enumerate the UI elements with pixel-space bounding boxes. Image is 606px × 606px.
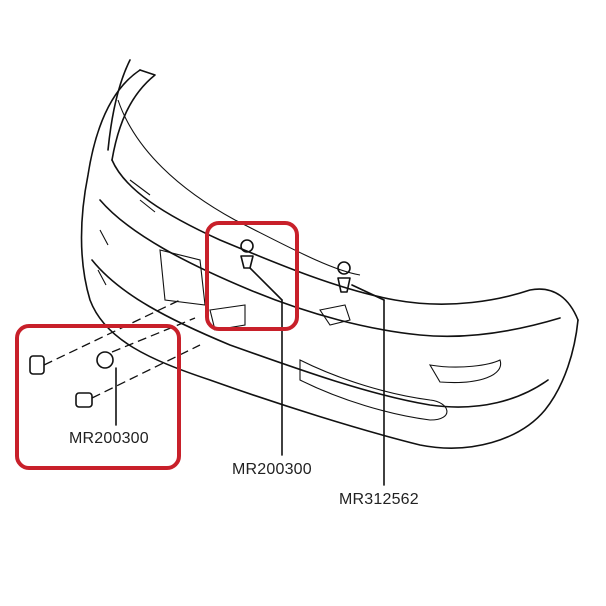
clip-fasteners bbox=[29, 239, 351, 408]
part-label: MR200300 bbox=[232, 461, 312, 478]
clip-stem bbox=[240, 255, 254, 269]
nut-icon bbox=[29, 355, 45, 375]
clip-stem bbox=[337, 277, 351, 293]
highlight-box-top bbox=[205, 221, 299, 331]
nut-icon bbox=[75, 392, 93, 408]
highlight-box-left bbox=[15, 324, 181, 470]
leader-lines bbox=[43, 267, 385, 486]
clip-icon bbox=[337, 261, 351, 275]
clip-icon bbox=[96, 351, 114, 369]
bumper-outline bbox=[80, 59, 579, 449]
part-label: MR200300 bbox=[69, 430, 149, 447]
part-label: MR312562 bbox=[339, 491, 419, 508]
clip-icon bbox=[240, 239, 254, 253]
